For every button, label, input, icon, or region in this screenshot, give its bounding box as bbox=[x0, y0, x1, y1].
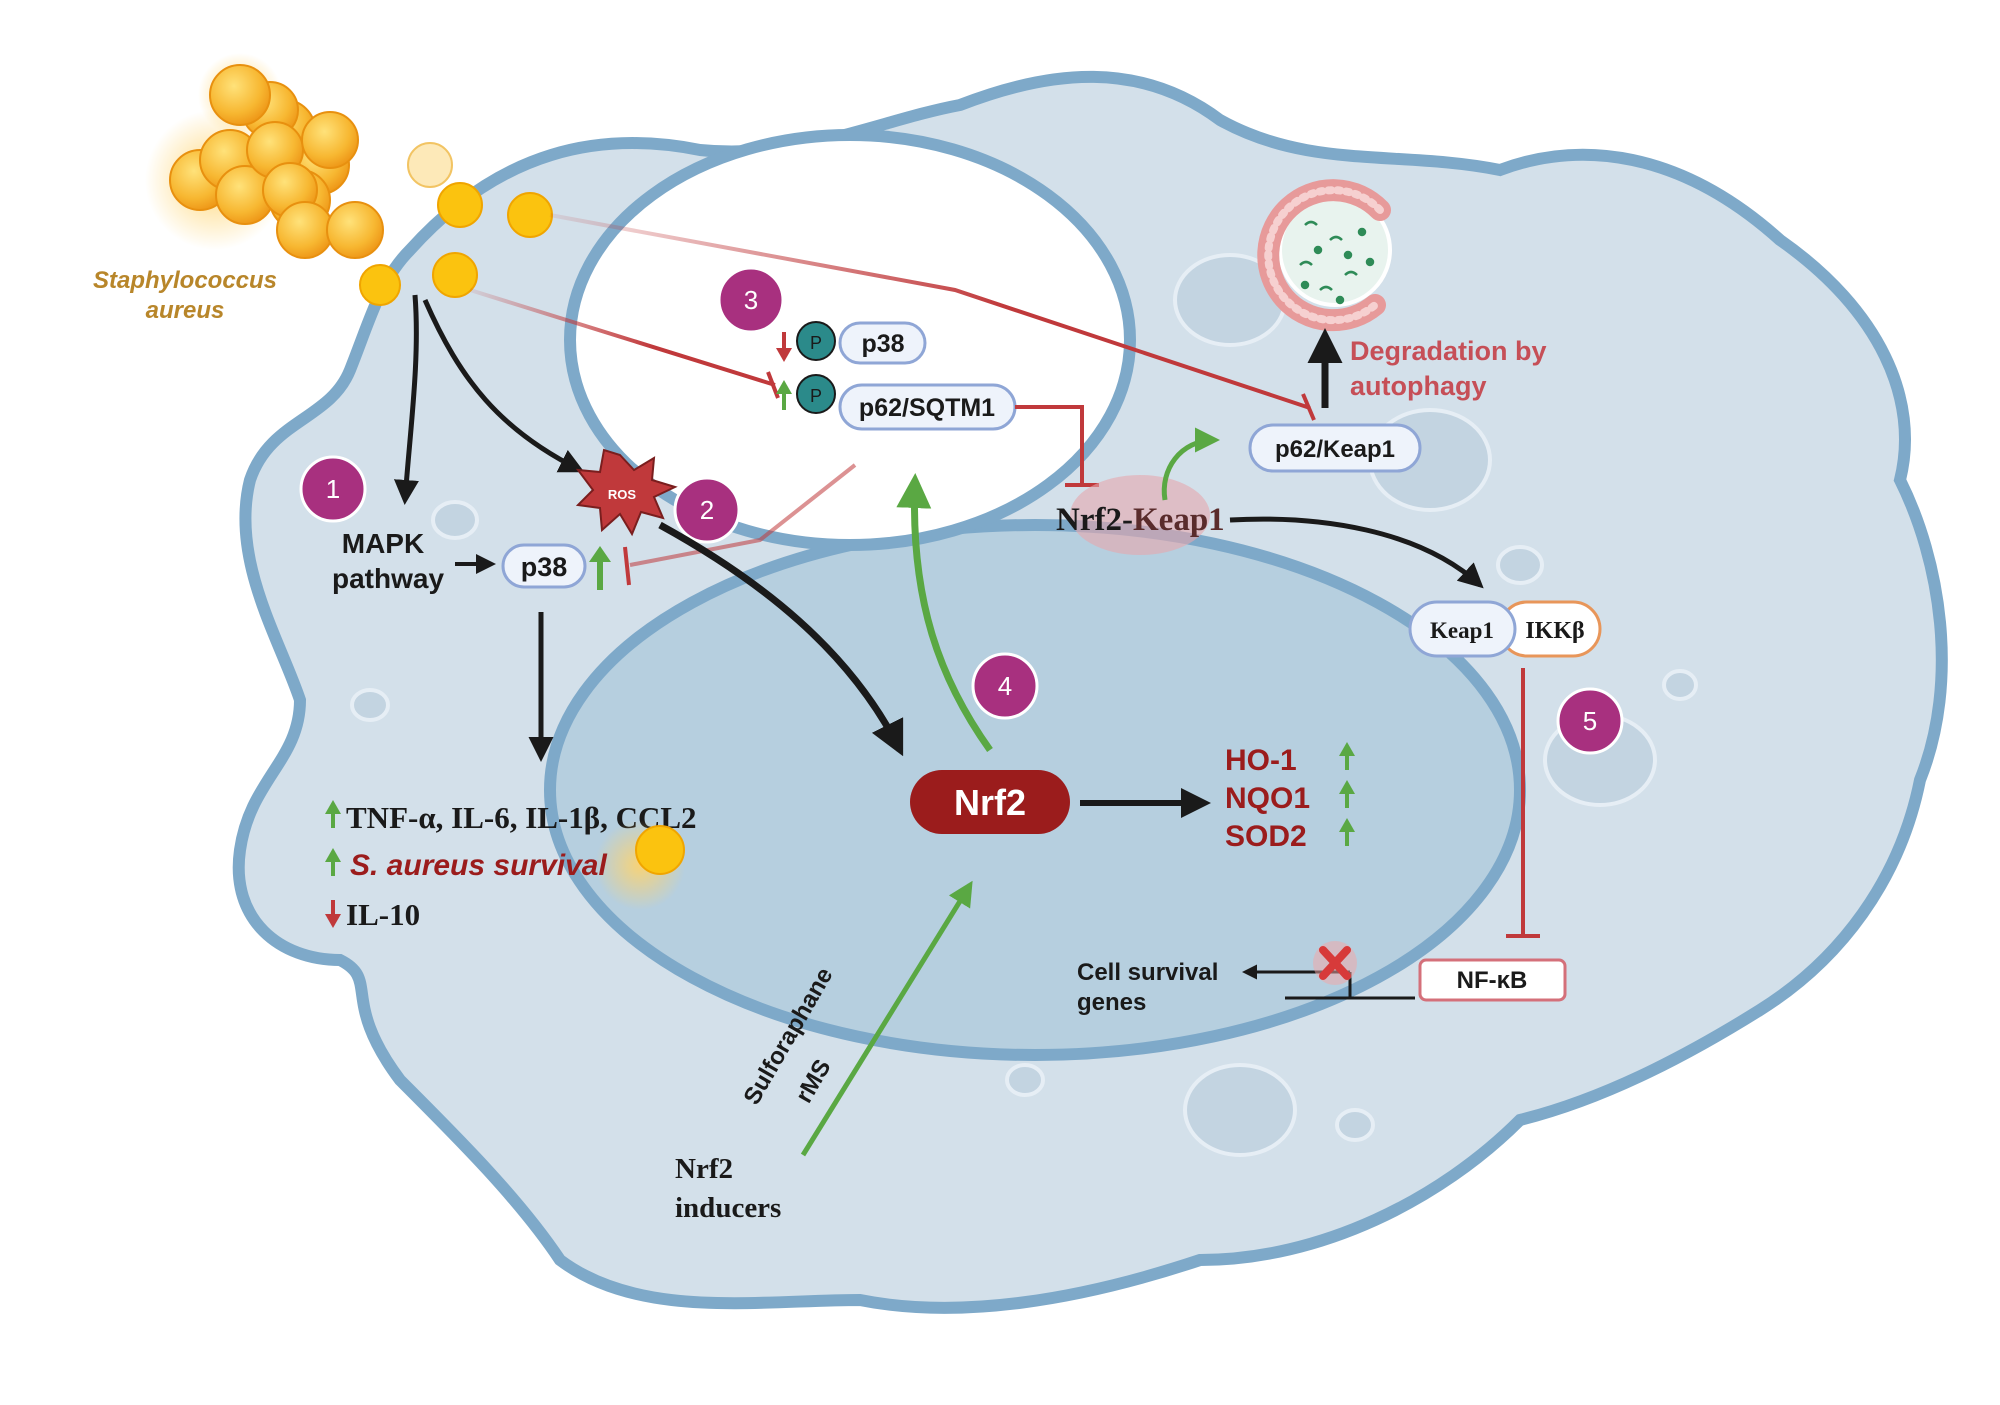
bacteria-label: Staphylococcus bbox=[93, 267, 277, 294]
arrow-nrf2-p62 bbox=[896, 473, 993, 753]
bacteria-label-2: aureus bbox=[146, 297, 225, 324]
nrf2-keap1-complex-keap1: Keap1 bbox=[1133, 502, 1225, 538]
inhibit-ikk-nfkb bbox=[1506, 668, 1540, 938]
p38-node: p38 bbox=[501, 543, 587, 589]
inducers-label: Nrf2 bbox=[675, 1153, 733, 1185]
mapk-label-2: pathway bbox=[332, 563, 444, 594]
il10-outcome: IL-10 bbox=[346, 897, 420, 932]
step-1-badge: 1 bbox=[299, 455, 367, 523]
step-2-badge: 2 bbox=[673, 476, 741, 544]
nfkb-node: NF-κB bbox=[1418, 958, 1567, 1002]
svg-text:Keap1: Keap1 bbox=[1430, 618, 1494, 643]
svg-text:1: 1 bbox=[326, 474, 340, 504]
up-arrow-icon bbox=[1339, 742, 1355, 846]
svg-text:p38: p38 bbox=[861, 330, 904, 358]
inhibit-p62-p38 bbox=[623, 463, 857, 586]
svg-text:P: P bbox=[810, 333, 822, 353]
autophagy-label-2: autophagy bbox=[1350, 371, 1487, 401]
mapk-label: MAPK bbox=[342, 528, 424, 559]
up-arrow-icon bbox=[589, 546, 611, 590]
nrf2-node: Nrf2 bbox=[910, 770, 1070, 834]
step-3-badge: 3 bbox=[717, 266, 785, 334]
arrow-bacteria-ros bbox=[422, 298, 585, 473]
phospho-p38-icon: P bbox=[796, 321, 836, 361]
svg-text:4: 4 bbox=[998, 671, 1012, 701]
step-4-badge: 4 bbox=[971, 652, 1039, 720]
arrow-ros-nrf2 bbox=[658, 521, 904, 757]
svg-text:NF-κB: NF-κB bbox=[1457, 967, 1528, 994]
survival-outcome: S. aureus survival bbox=[350, 849, 607, 882]
inhibit-bacteria-p62keap1 bbox=[549, 213, 1316, 421]
svg-text:ROS: ROS bbox=[608, 487, 637, 502]
arrow-inducers-nrf2 bbox=[800, 880, 973, 1157]
svg-text:3: 3 bbox=[744, 285, 758, 315]
svg-text:5: 5 bbox=[1583, 706, 1597, 736]
inhibit-p62-nrf2keap1 bbox=[1015, 405, 1099, 487]
p62-keap1-node: p62/Keap1 bbox=[1248, 423, 1422, 473]
bacteria-cluster bbox=[145, 53, 553, 306]
step-5-badge: 5 bbox=[1556, 687, 1624, 755]
keap1-ikk-complex: Keap1 IKKβ bbox=[1408, 600, 1602, 658]
nrf2-keap1-complex: Nrf2- bbox=[1056, 502, 1133, 538]
svg-text:IKKβ: IKKβ bbox=[1525, 618, 1584, 644]
nrf2-keap1-highlight bbox=[1070, 475, 1210, 555]
svg-text:p62/SQTM1: p62/SQTM1 bbox=[859, 394, 995, 422]
svg-text:p38: p38 bbox=[521, 552, 568, 582]
target-gene-ho1: HO-1 bbox=[1225, 744, 1297, 777]
vacuole-p38-down bbox=[776, 332, 792, 362]
cell-survival-label-2: genes bbox=[1077, 989, 1146, 1016]
svg-text:2: 2 bbox=[700, 495, 714, 525]
autophagy-label: Degradation by bbox=[1350, 336, 1547, 366]
autophagosome bbox=[1257, 179, 1392, 332]
phospho-p62-icon: P bbox=[796, 374, 836, 414]
target-gene-sod2: SOD2 bbox=[1225, 820, 1307, 853]
inducers-label-2: inducers bbox=[675, 1192, 781, 1224]
arrow-complex-p62keap1 bbox=[1161, 427, 1220, 501]
target-gene-nqo1: NQO1 bbox=[1225, 782, 1310, 815]
ros-burst-icon: ROS bbox=[575, 448, 678, 537]
blocked-cross-icon bbox=[1313, 941, 1357, 985]
svg-text:Nrf2: Nrf2 bbox=[954, 782, 1026, 823]
vacuole-p62-node: p62/SQTM1 bbox=[838, 383, 1017, 431]
bacteria-cell bbox=[635, 825, 685, 875]
svg-text:P: P bbox=[810, 386, 822, 406]
arrow-bacteria-mapk bbox=[393, 294, 419, 505]
vacuole-p38-node: p38 bbox=[838, 321, 927, 365]
vacuole-p62-up bbox=[776, 380, 792, 410]
down-arrow-icon bbox=[325, 900, 341, 928]
up-arrow-icon bbox=[325, 800, 341, 876]
svg-text:p62/Keap1: p62/Keap1 bbox=[1275, 436, 1395, 463]
cell-survival-label: Cell survival bbox=[1077, 959, 1218, 986]
arrow-complex-keap1ikk bbox=[1229, 516, 1484, 589]
